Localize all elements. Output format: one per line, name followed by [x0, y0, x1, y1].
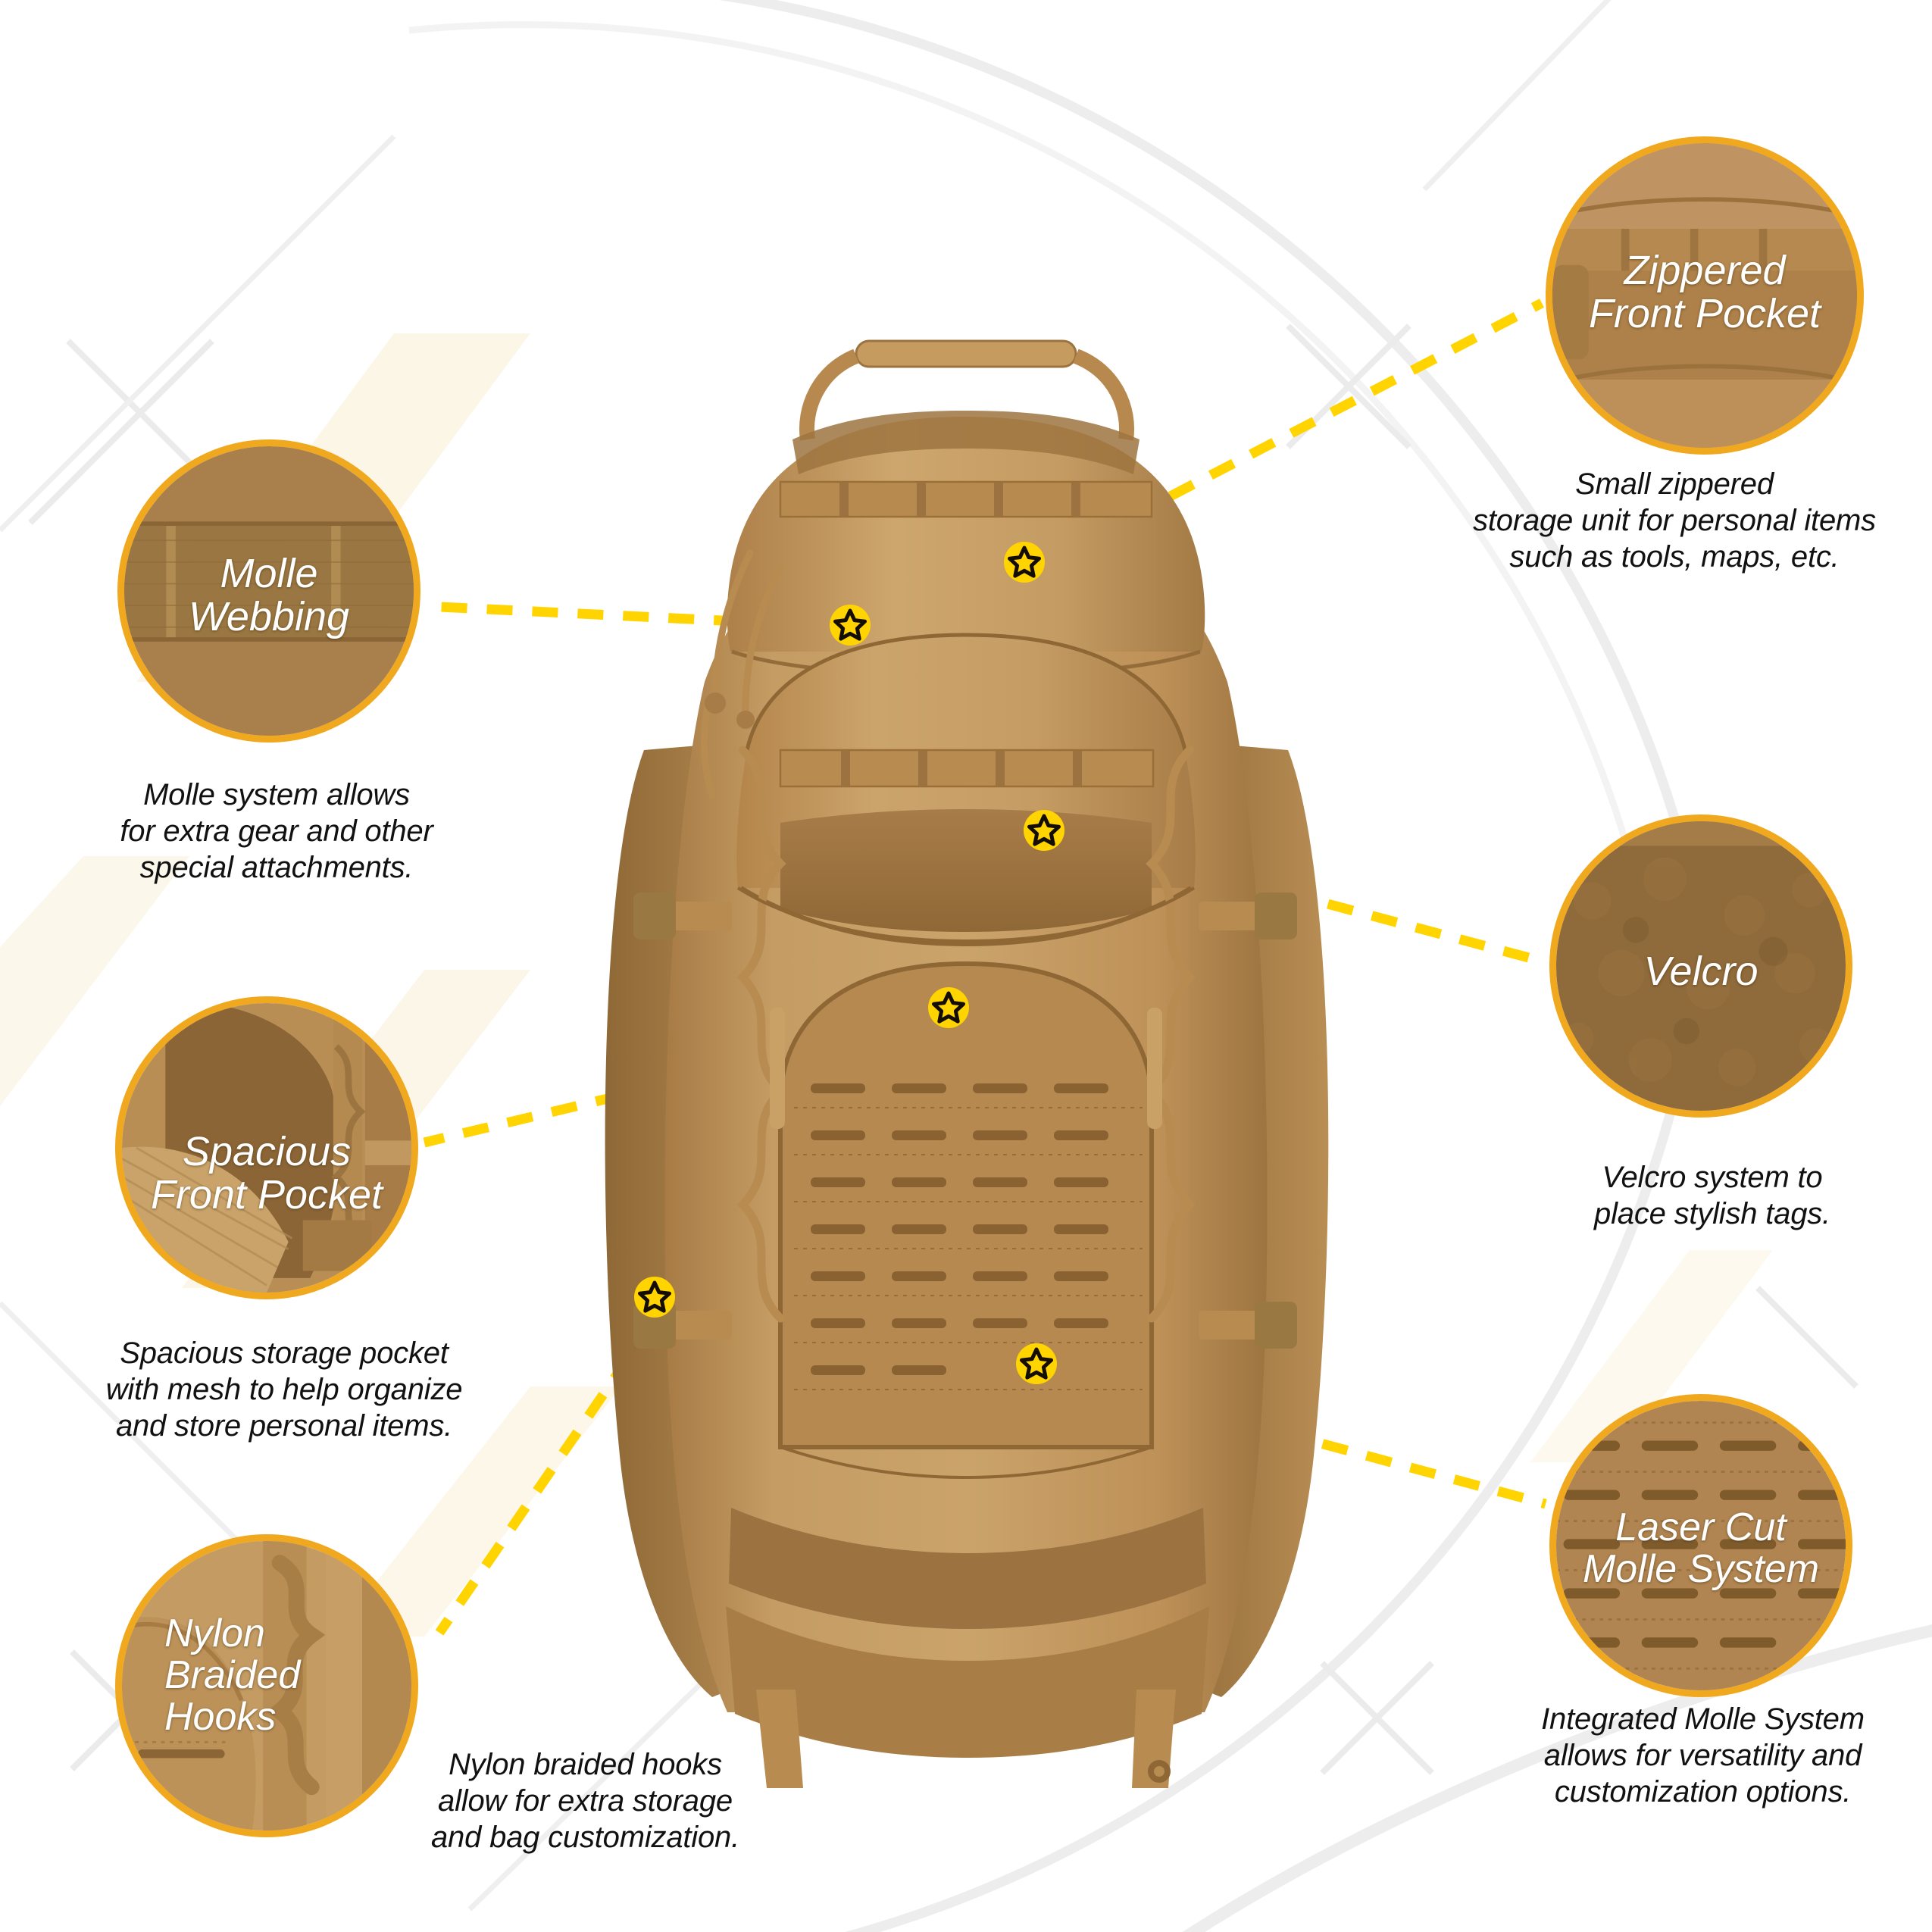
molle-webbing-photo — [124, 446, 414, 736]
caption-laser-cut-molle-system: Integrated Molle System allows for versa… — [1541, 1702, 1865, 1809]
laser-cut-molle-system-label: Laser Cut Molle System — [1582, 1505, 1820, 1592]
star-icon-laser-cut-molle[interactable] — [1015, 1343, 1058, 1385]
star-icon-zippered-front-pocket[interactable] — [1003, 541, 1046, 583]
callout-molle-webbing[interactable]: Molle Webbing — [117, 439, 420, 742]
callout-spacious-front-pocket[interactable]: Spacious Front Pocket — [115, 996, 418, 1299]
caption-velcro: Velcro system to place stylish tags. — [1594, 1161, 1830, 1230]
callout-laser-cut-molle-system[interactable]: Laser Cut Molle System — [1549, 1394, 1852, 1697]
caption-zippered-front-pocket: Small zippered storage unit for personal… — [1473, 467, 1876, 574]
caption-nylon-braided-hooks: Nylon braided hooks allow for extra stor… — [431, 1748, 739, 1854]
velcro-label: Velcro — [1643, 949, 1758, 994]
zippered-front-pocket-label: Zippered Front Pocket — [1588, 248, 1821, 337]
molle-webbing-label: Molle Webbing — [188, 551, 350, 640]
caption-molle-webbing: Molle system allows for extra gear and o… — [120, 778, 433, 884]
nylon-braided-hooks-photo — [122, 1541, 411, 1830]
callout-velcro[interactable]: Velcro — [1549, 814, 1852, 1118]
spacious-front-pocket-label: Spacious Front Pocket — [150, 1129, 383, 1218]
backpack-product-image — [553, 326, 1379, 1796]
star-icon-spacious-front-pocket[interactable] — [927, 986, 970, 1029]
connector-spacious-front-pocket — [423, 1016, 932, 1148]
star-icon-velcro[interactable] — [1023, 809, 1065, 852]
zippered-front-pocket-photo — [1552, 143, 1857, 448]
callout-nylon-braided-hooks[interactable]: Nylon Braided Hooks — [115, 1534, 418, 1837]
star-icon-nylon-braided-hooks[interactable] — [633, 1276, 676, 1318]
callout-zippered-front-pocket[interactable]: Zippered Front Pocket — [1546, 136, 1864, 455]
caption-spacious-front-pocket: Spacious storage pocket with mesh to hel… — [105, 1336, 463, 1443]
nylon-braided-hooks-label: Nylon Braided Hooks — [164, 1612, 301, 1740]
velcro-photo — [1556, 821, 1846, 1111]
spacious-front-pocket-photo — [122, 1003, 411, 1293]
star-icon-molle-webbing[interactable] — [829, 604, 871, 646]
laser-cut-molle-photo — [1556, 1401, 1846, 1690]
